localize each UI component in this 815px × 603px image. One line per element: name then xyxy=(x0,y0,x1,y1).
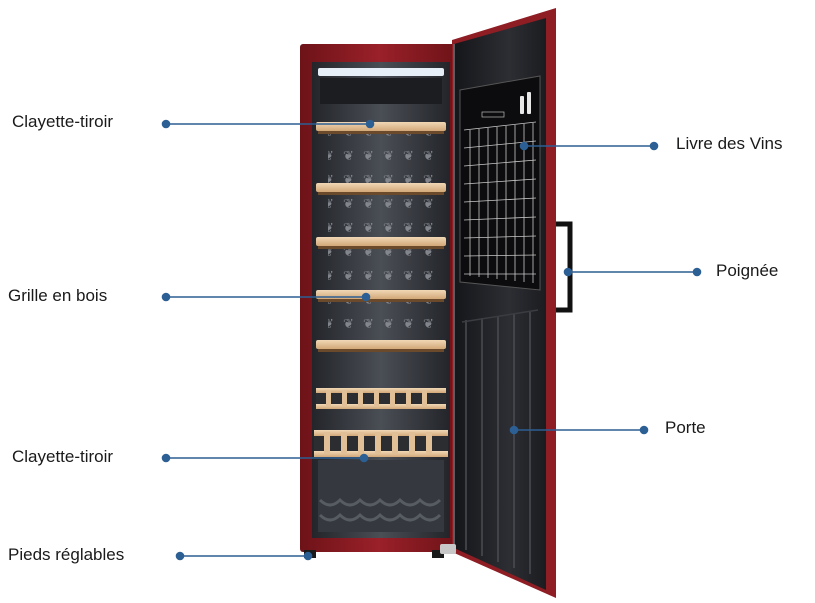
door-ribs xyxy=(461,309,539,574)
label-drawer-shelf-bottom: Clayette-tiroir xyxy=(12,447,114,466)
label-door: Porte xyxy=(665,418,706,437)
label-handle: Poignée xyxy=(716,261,779,280)
label-adjustable-feet: Pieds réglables xyxy=(8,545,125,564)
label-drawer-shelf-top: Clayette-tiroir xyxy=(12,112,114,131)
back-wall-pattern xyxy=(328,128,436,338)
wood-shelf-2 xyxy=(316,183,446,195)
adjustable-foot-right xyxy=(432,550,444,558)
label-wood-grid: Grille en bois xyxy=(8,286,108,305)
wood-shelf-7 xyxy=(314,430,448,457)
wine-book-grid xyxy=(463,121,537,283)
callout-lines xyxy=(161,119,702,561)
wood-shelf-5 xyxy=(316,340,446,352)
wood-shelf-3 xyxy=(316,237,446,249)
label-wine-book: Livre des Vins xyxy=(676,134,783,153)
light-strip xyxy=(318,68,444,76)
bottom-tray xyxy=(318,460,444,532)
wood-shelf-4 xyxy=(316,290,446,302)
door xyxy=(440,8,556,598)
door-handle xyxy=(556,221,573,313)
wood-shelf-6 xyxy=(316,388,446,409)
